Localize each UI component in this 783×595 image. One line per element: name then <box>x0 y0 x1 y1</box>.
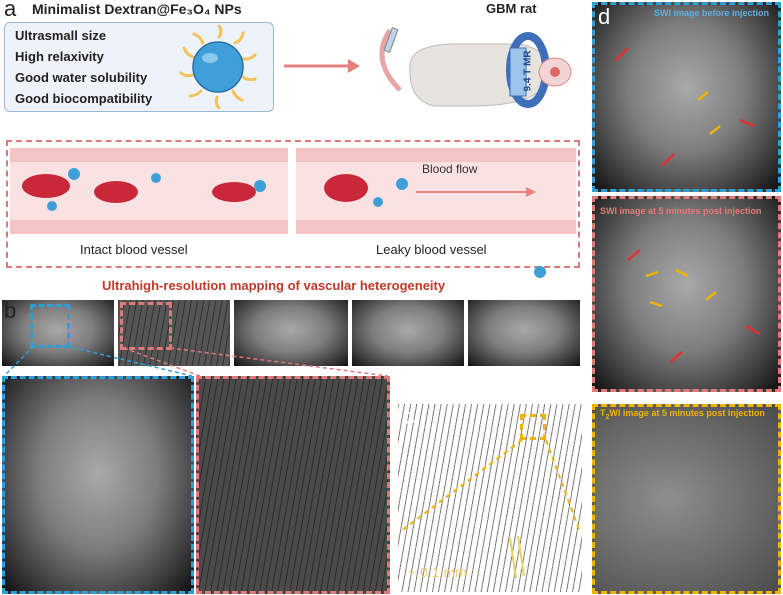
rat-illustration <box>379 27 572 108</box>
yellow-roi-box <box>520 414 546 440</box>
property-item: Good water solubility <box>15 70 148 85</box>
blue-roi-box <box>30 304 70 348</box>
swi-before-caption: SWI image before injection <box>654 8 770 18</box>
brain-slice <box>352 300 464 366</box>
vessel-arrows <box>627 249 761 363</box>
panel-c-label: c <box>404 404 415 429</box>
t2wi-caption: T2WI image at 5 minutes post injection <box>600 408 765 421</box>
swi-after-caption: SWI image at 5 minutes post injection <box>600 206 762 216</box>
panel-a-label: a <box>4 0 17 21</box>
injection-arrow <box>284 59 360 73</box>
red-roi-box <box>120 302 172 350</box>
intact-label: Intact blood vessel <box>80 242 188 257</box>
nanoparticle-icon <box>179 25 257 109</box>
blue-zoom-image <box>2 376 194 594</box>
t2wi-image <box>592 404 781 594</box>
intact-vessel <box>10 148 288 234</box>
swi-before-image <box>592 2 781 192</box>
zoom-connectors <box>399 439 581 579</box>
brain-slice <box>234 300 348 366</box>
rat-label: GBM rat <box>486 1 537 16</box>
mapping-caption: Ultrahigh-resolution mapping of vascular… <box>102 278 446 293</box>
vessel-arrows <box>615 47 755 167</box>
red-blood-cells-icon <box>22 168 266 211</box>
property-item: Ultrasmall size <box>15 28 107 43</box>
scale-label: ~ 0.1 mm <box>408 564 467 580</box>
flow-label: Blood flow <box>422 162 478 176</box>
vessel-frame <box>6 140 580 268</box>
t2wi-caption-rest: WI image at 5 minutes post injection <box>609 408 765 418</box>
escaped-nanoparticle-icon <box>534 266 546 278</box>
leaky-label: Leaky blood vessel <box>376 242 487 257</box>
red-zoom-image <box>196 376 390 594</box>
brain-slice <box>118 300 230 366</box>
property-item: Good biocompatibility <box>15 91 153 106</box>
property-list: Ultrasmall size High relaxivity Good wat… <box>15 25 152 109</box>
nanoparticle-title: Minimalist Dextran@Fe₃O₄ NPs <box>32 1 242 17</box>
zoom-connectors <box>3 345 389 377</box>
panel-c-image <box>398 404 582 592</box>
panel-d-label: d <box>598 4 611 29</box>
leaky-vessel <box>296 148 576 234</box>
red-blood-cells-icon <box>324 174 536 207</box>
panel-b-label: b <box>4 298 17 323</box>
property-item: High relaxivity <box>15 49 104 64</box>
t2wi-caption-prefix: T <box>600 408 606 418</box>
swi-after-image <box>592 196 781 392</box>
t2wi-caption-subscript: 2 <box>605 413 610 421</box>
properties-box: Ultrasmall size High relaxivity Good wat… <box>4 22 274 112</box>
brain-slice <box>2 300 114 366</box>
mr-label: 9.4 T MR <box>522 50 534 92</box>
brain-slice <box>468 300 580 366</box>
